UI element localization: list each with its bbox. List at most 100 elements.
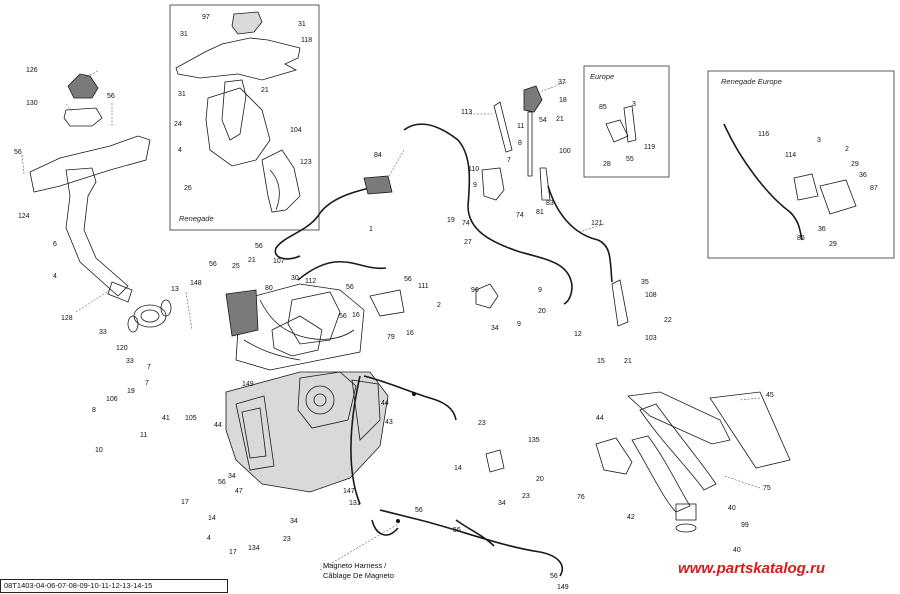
part-126-filter xyxy=(67,73,99,99)
engine-pulley-hub xyxy=(313,393,327,407)
leader-line-3 xyxy=(21,154,25,175)
callout-4-7: 4 xyxy=(178,147,182,154)
callout-45-115: 45 xyxy=(766,392,774,399)
callout-24-6: 24 xyxy=(174,121,182,128)
callout-33-19: 33 xyxy=(99,329,107,336)
cable-27 xyxy=(403,123,573,305)
leader-line-5 xyxy=(185,291,193,331)
callout-13-22: 13 xyxy=(171,286,179,293)
callout-107-32: 107 xyxy=(273,258,285,265)
callout-116-104: 116 xyxy=(758,131,769,138)
callout-4-61: 4 xyxy=(207,535,211,542)
engine-ecm-module xyxy=(225,289,259,337)
callout-12-95: 12 xyxy=(574,331,582,338)
callout-7-42: 7 xyxy=(147,364,151,371)
callout-7-77: 7 xyxy=(507,157,511,164)
callout-103-96: 103 xyxy=(645,335,657,342)
callout-56-38: 56 xyxy=(339,313,347,320)
callout-56-23: 56 xyxy=(209,261,217,268)
leader-line-12 xyxy=(319,523,399,571)
part-duct-upper xyxy=(221,79,247,141)
callout-27-85: 27 xyxy=(464,239,472,246)
leader-line-6 xyxy=(387,149,405,179)
callout-83-84: 83 xyxy=(546,200,554,207)
callout-34-126: 34 xyxy=(498,500,506,507)
callout-34-55: 34 xyxy=(228,473,236,480)
callout-123-9: 123 xyxy=(300,159,312,166)
engine-intake-manifold xyxy=(271,315,323,357)
callout-134-62: 134 xyxy=(248,545,260,552)
callout-21-25: 21 xyxy=(248,257,256,264)
part-40-clamp xyxy=(675,523,697,533)
callout-37-70: 37 xyxy=(558,79,566,86)
callout-40-121: 40 xyxy=(733,547,741,554)
callout-6-16: 6 xyxy=(53,241,57,248)
callout-44-114: 44 xyxy=(596,415,604,422)
part-97-cap xyxy=(231,11,263,35)
callout-55-103: 55 xyxy=(626,156,634,163)
engine-cylinder xyxy=(297,371,357,429)
callout-43-54: 43 xyxy=(385,419,393,426)
callout-47-58: 47 xyxy=(235,488,243,495)
callout-21-4: 21 xyxy=(261,87,269,94)
callout-17-64: 17 xyxy=(229,549,237,556)
callout-80-28: 80 xyxy=(265,285,273,292)
callout-97-0: 97 xyxy=(202,14,210,21)
part-123-duct xyxy=(261,149,301,213)
part-33-clamp-b xyxy=(160,299,172,317)
watermark-link[interactable]: www.partskatalog.ru xyxy=(678,560,825,577)
callout-114-107: 114 xyxy=(785,152,796,159)
callout-118-3: 118 xyxy=(301,37,312,44)
callout-3-105: 3 xyxy=(817,137,821,144)
callout-149-50: 149 xyxy=(242,381,254,388)
callout-17-56: 17 xyxy=(181,499,189,506)
callout-10-49: 10 xyxy=(95,447,103,454)
leader-line-4 xyxy=(75,289,111,313)
callout-56-13: 56 xyxy=(107,93,115,100)
callout-33-21: 33 xyxy=(126,358,134,365)
engine-upper-block xyxy=(235,283,365,371)
callout-56-67: 56 xyxy=(415,507,423,514)
part-123-inner xyxy=(269,169,280,211)
callout-9-90: 9 xyxy=(517,321,521,328)
callout-87-110: 87 xyxy=(870,185,878,192)
callout-31-1: 31 xyxy=(298,21,306,28)
harness-right xyxy=(363,375,457,421)
magneto-harness xyxy=(379,509,564,577)
callout-56-128: 56 xyxy=(550,573,558,580)
callout-79-40: 79 xyxy=(387,334,395,341)
callout-14-59: 14 xyxy=(208,515,216,522)
renegade-europe-inset-parts xyxy=(723,123,857,241)
callout-147-65: 147 xyxy=(343,488,355,495)
harness-label-line1: Magneto Harness / xyxy=(323,561,387,570)
callout-29-108: 29 xyxy=(851,161,859,168)
part-33-clamp-a xyxy=(127,315,139,333)
callout-100-76: 100 xyxy=(559,148,571,155)
callout-96-87: 96 xyxy=(471,287,479,294)
part-108-rod xyxy=(611,279,629,327)
part-130-clamp xyxy=(63,107,103,127)
part-128-outlet xyxy=(107,281,133,303)
callout-56-57: 56 xyxy=(218,479,226,486)
engine-assembly xyxy=(225,283,389,493)
callout-31-2: 31 xyxy=(180,31,188,38)
part-116-cable xyxy=(723,123,803,241)
callout-16-41: 16 xyxy=(406,330,414,337)
callout-120-20: 120 xyxy=(116,345,128,352)
callout-124-15: 124 xyxy=(18,213,30,220)
callout-21-75: 21 xyxy=(556,116,564,123)
callout-9-79: 9 xyxy=(473,182,477,189)
leader-line-8 xyxy=(539,81,567,93)
callout-19-80: 19 xyxy=(447,217,455,224)
part-104-housing xyxy=(205,87,271,167)
leader-line-1 xyxy=(65,103,73,113)
callout-34-60: 34 xyxy=(290,518,298,525)
callout-126-11: 126 xyxy=(26,67,38,74)
part-120-boot-inner xyxy=(140,309,160,323)
inset-box-renegade-europe xyxy=(707,70,895,259)
engine-crankcase xyxy=(225,371,389,493)
part-128-duct xyxy=(65,167,129,297)
callout-7-43: 7 xyxy=(145,380,149,387)
